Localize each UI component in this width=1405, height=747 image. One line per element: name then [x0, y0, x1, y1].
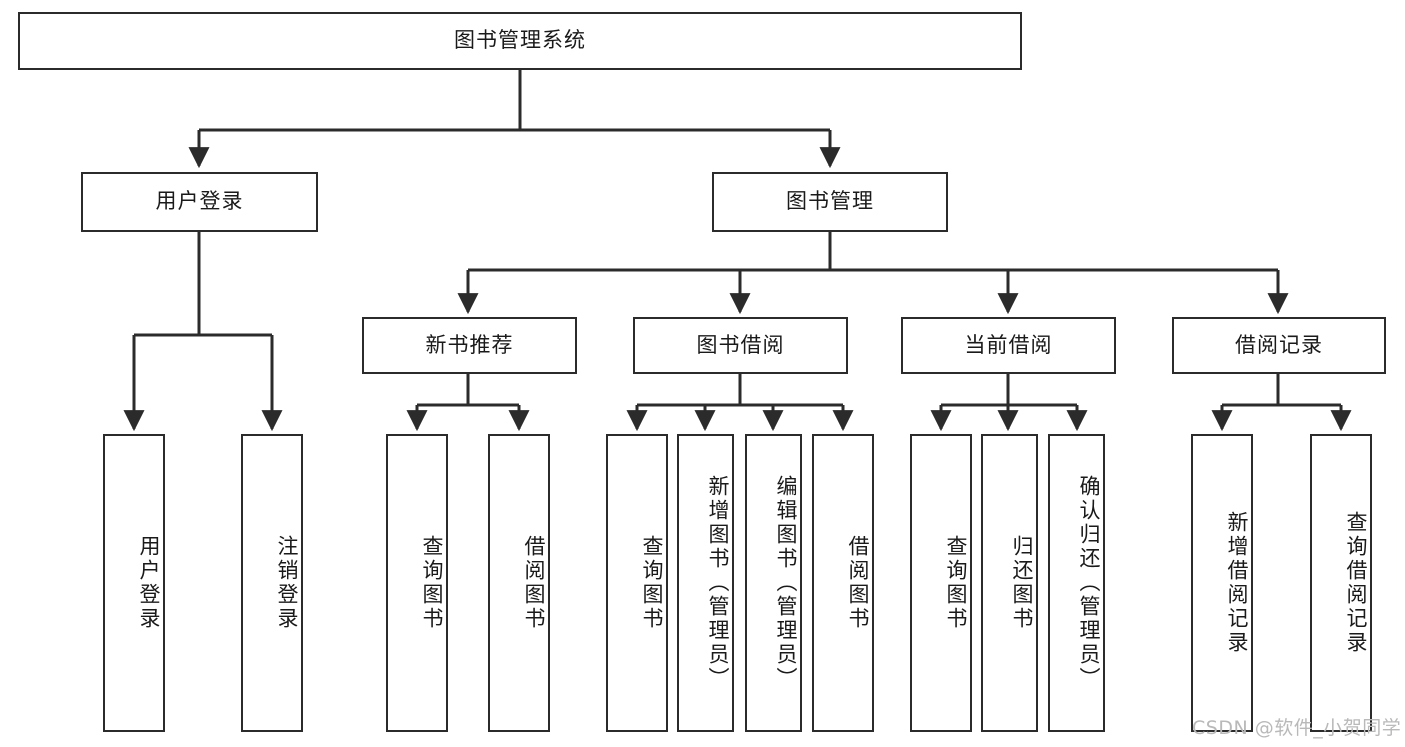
- node-label: 新增图书（管理员）: [706, 475, 730, 691]
- node-book-borrow[interactable]: 图书借阅: [633, 317, 848, 374]
- leaf-edit-book-admin[interactable]: 编辑图书（管理员）: [745, 434, 802, 732]
- node-label: 图书管理: [786, 189, 874, 214]
- node-label: 新增借阅记录: [1225, 511, 1249, 655]
- node-label: 查询图书: [420, 535, 444, 631]
- node-label: 查询借阅记录: [1344, 511, 1368, 655]
- node-label: 借阅图书: [522, 535, 546, 631]
- leaf-borrow-book[interactable]: 借阅图书: [812, 434, 874, 732]
- node-label: 归还图书: [1010, 535, 1034, 631]
- node-current-borrow[interactable]: 当前借阅: [901, 317, 1116, 374]
- node-label: 查询图书: [944, 535, 968, 631]
- leaf-query-book-current[interactable]: 查询图书: [910, 434, 972, 732]
- csdn-watermark: CSDN @软件_小贺同学: [1192, 717, 1402, 739]
- leaf-add-book-admin[interactable]: 新增图书（管理员）: [677, 434, 734, 732]
- node-label: 图书管理系统: [454, 28, 586, 53]
- leaf-logout[interactable]: 注销登录: [241, 434, 303, 732]
- node-label: 用户登录: [137, 535, 161, 631]
- node-label: 借阅记录: [1235, 332, 1323, 357]
- node-label: 确认归还（管理员）: [1077, 475, 1101, 691]
- node-new-book-recommend[interactable]: 新书推荐: [362, 317, 577, 374]
- leaf-add-borrow-record[interactable]: 新增借阅记录: [1191, 434, 1253, 732]
- leaf-user-login[interactable]: 用户登录: [103, 434, 165, 732]
- node-user-login[interactable]: 用户登录: [81, 172, 318, 232]
- node-label: 图书借阅: [696, 332, 785, 357]
- node-label: 注销登录: [275, 535, 299, 631]
- node-root-system[interactable]: 图书管理系统: [18, 12, 1022, 70]
- leaf-query-book-borrow[interactable]: 查询图书: [606, 434, 668, 732]
- node-label: 新书推荐: [425, 332, 514, 357]
- leaf-borrow-book-recommend[interactable]: 借阅图书: [488, 434, 550, 732]
- leaf-return-book[interactable]: 归还图书: [981, 434, 1038, 732]
- leaf-query-borrow-record[interactable]: 查询借阅记录: [1310, 434, 1372, 732]
- leaf-confirm-return-admin[interactable]: 确认归还（管理员）: [1048, 434, 1105, 732]
- node-label: 编辑图书（管理员）: [774, 475, 798, 691]
- node-label: 借阅图书: [846, 535, 870, 631]
- node-label: 用户登录: [155, 189, 244, 214]
- node-borrow-records[interactable]: 借阅记录: [1172, 317, 1386, 374]
- leaf-query-book-recommend[interactable]: 查询图书: [386, 434, 448, 732]
- node-label: 查询图书: [640, 535, 664, 631]
- node-book-management[interactable]: 图书管理: [712, 172, 948, 232]
- node-label: 当前借阅: [964, 332, 1053, 357]
